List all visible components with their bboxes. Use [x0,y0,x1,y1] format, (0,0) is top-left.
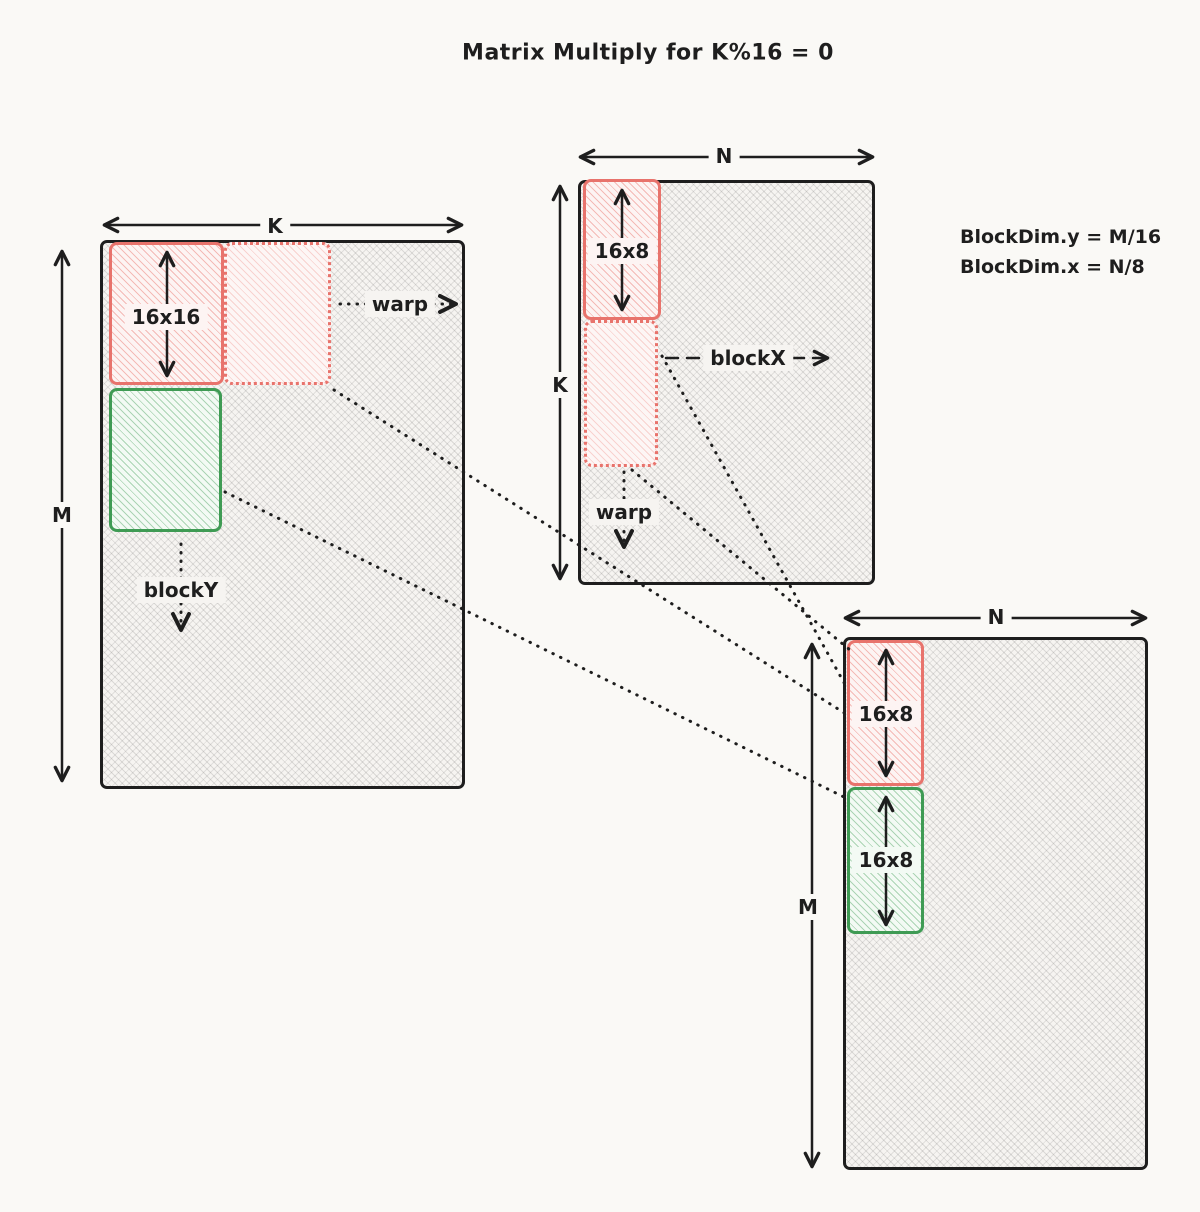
blockdim-y-note: BlockDim.y = M/16 [960,226,1162,248]
blockdim-x-note: BlockDim.x = N/8 [960,256,1145,278]
matrix-a-green-tile [109,388,222,532]
matrix-b-tile-label: 16x8 [587,238,657,264]
matrix-b-height-label: K [545,372,575,398]
matrix-c-width-label: N [980,604,1012,630]
blockdim-notes: BlockDim.y = M/16 BlockDim.x = N/8 [960,222,1161,282]
matrix-b-red-tile-warp-extension [584,320,658,467]
matrix-a-blocky-label: blockY [136,577,226,603]
matrix-b-blockx-label: blockX [703,345,793,371]
matrix-c-red-tile-label: 16x8 [851,701,921,727]
matrix-a-red-tile-warp-extension [224,242,331,385]
matrix-a-height-label: M [45,502,79,528]
matrix-a-width-label: K [260,213,290,239]
matrix-a-tile-label: 16x16 [124,304,208,330]
matrix-c-green-tile-label: 16x8 [851,847,921,873]
matrix-c-height-label: M [791,894,825,920]
matrix-b-warp-label: warp [588,499,660,525]
matrix-a-warp-label: warp [364,291,436,317]
matrix-b-width-label: N [708,143,740,169]
diagram-title: Matrix Multiply for K%16 = 0 [462,40,834,66]
